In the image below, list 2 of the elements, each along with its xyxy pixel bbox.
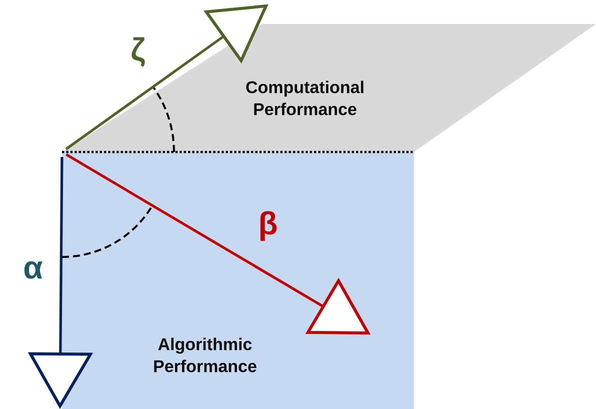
axis-label: ζ — [132, 37, 145, 67]
axis-label: β — [260, 211, 277, 241]
